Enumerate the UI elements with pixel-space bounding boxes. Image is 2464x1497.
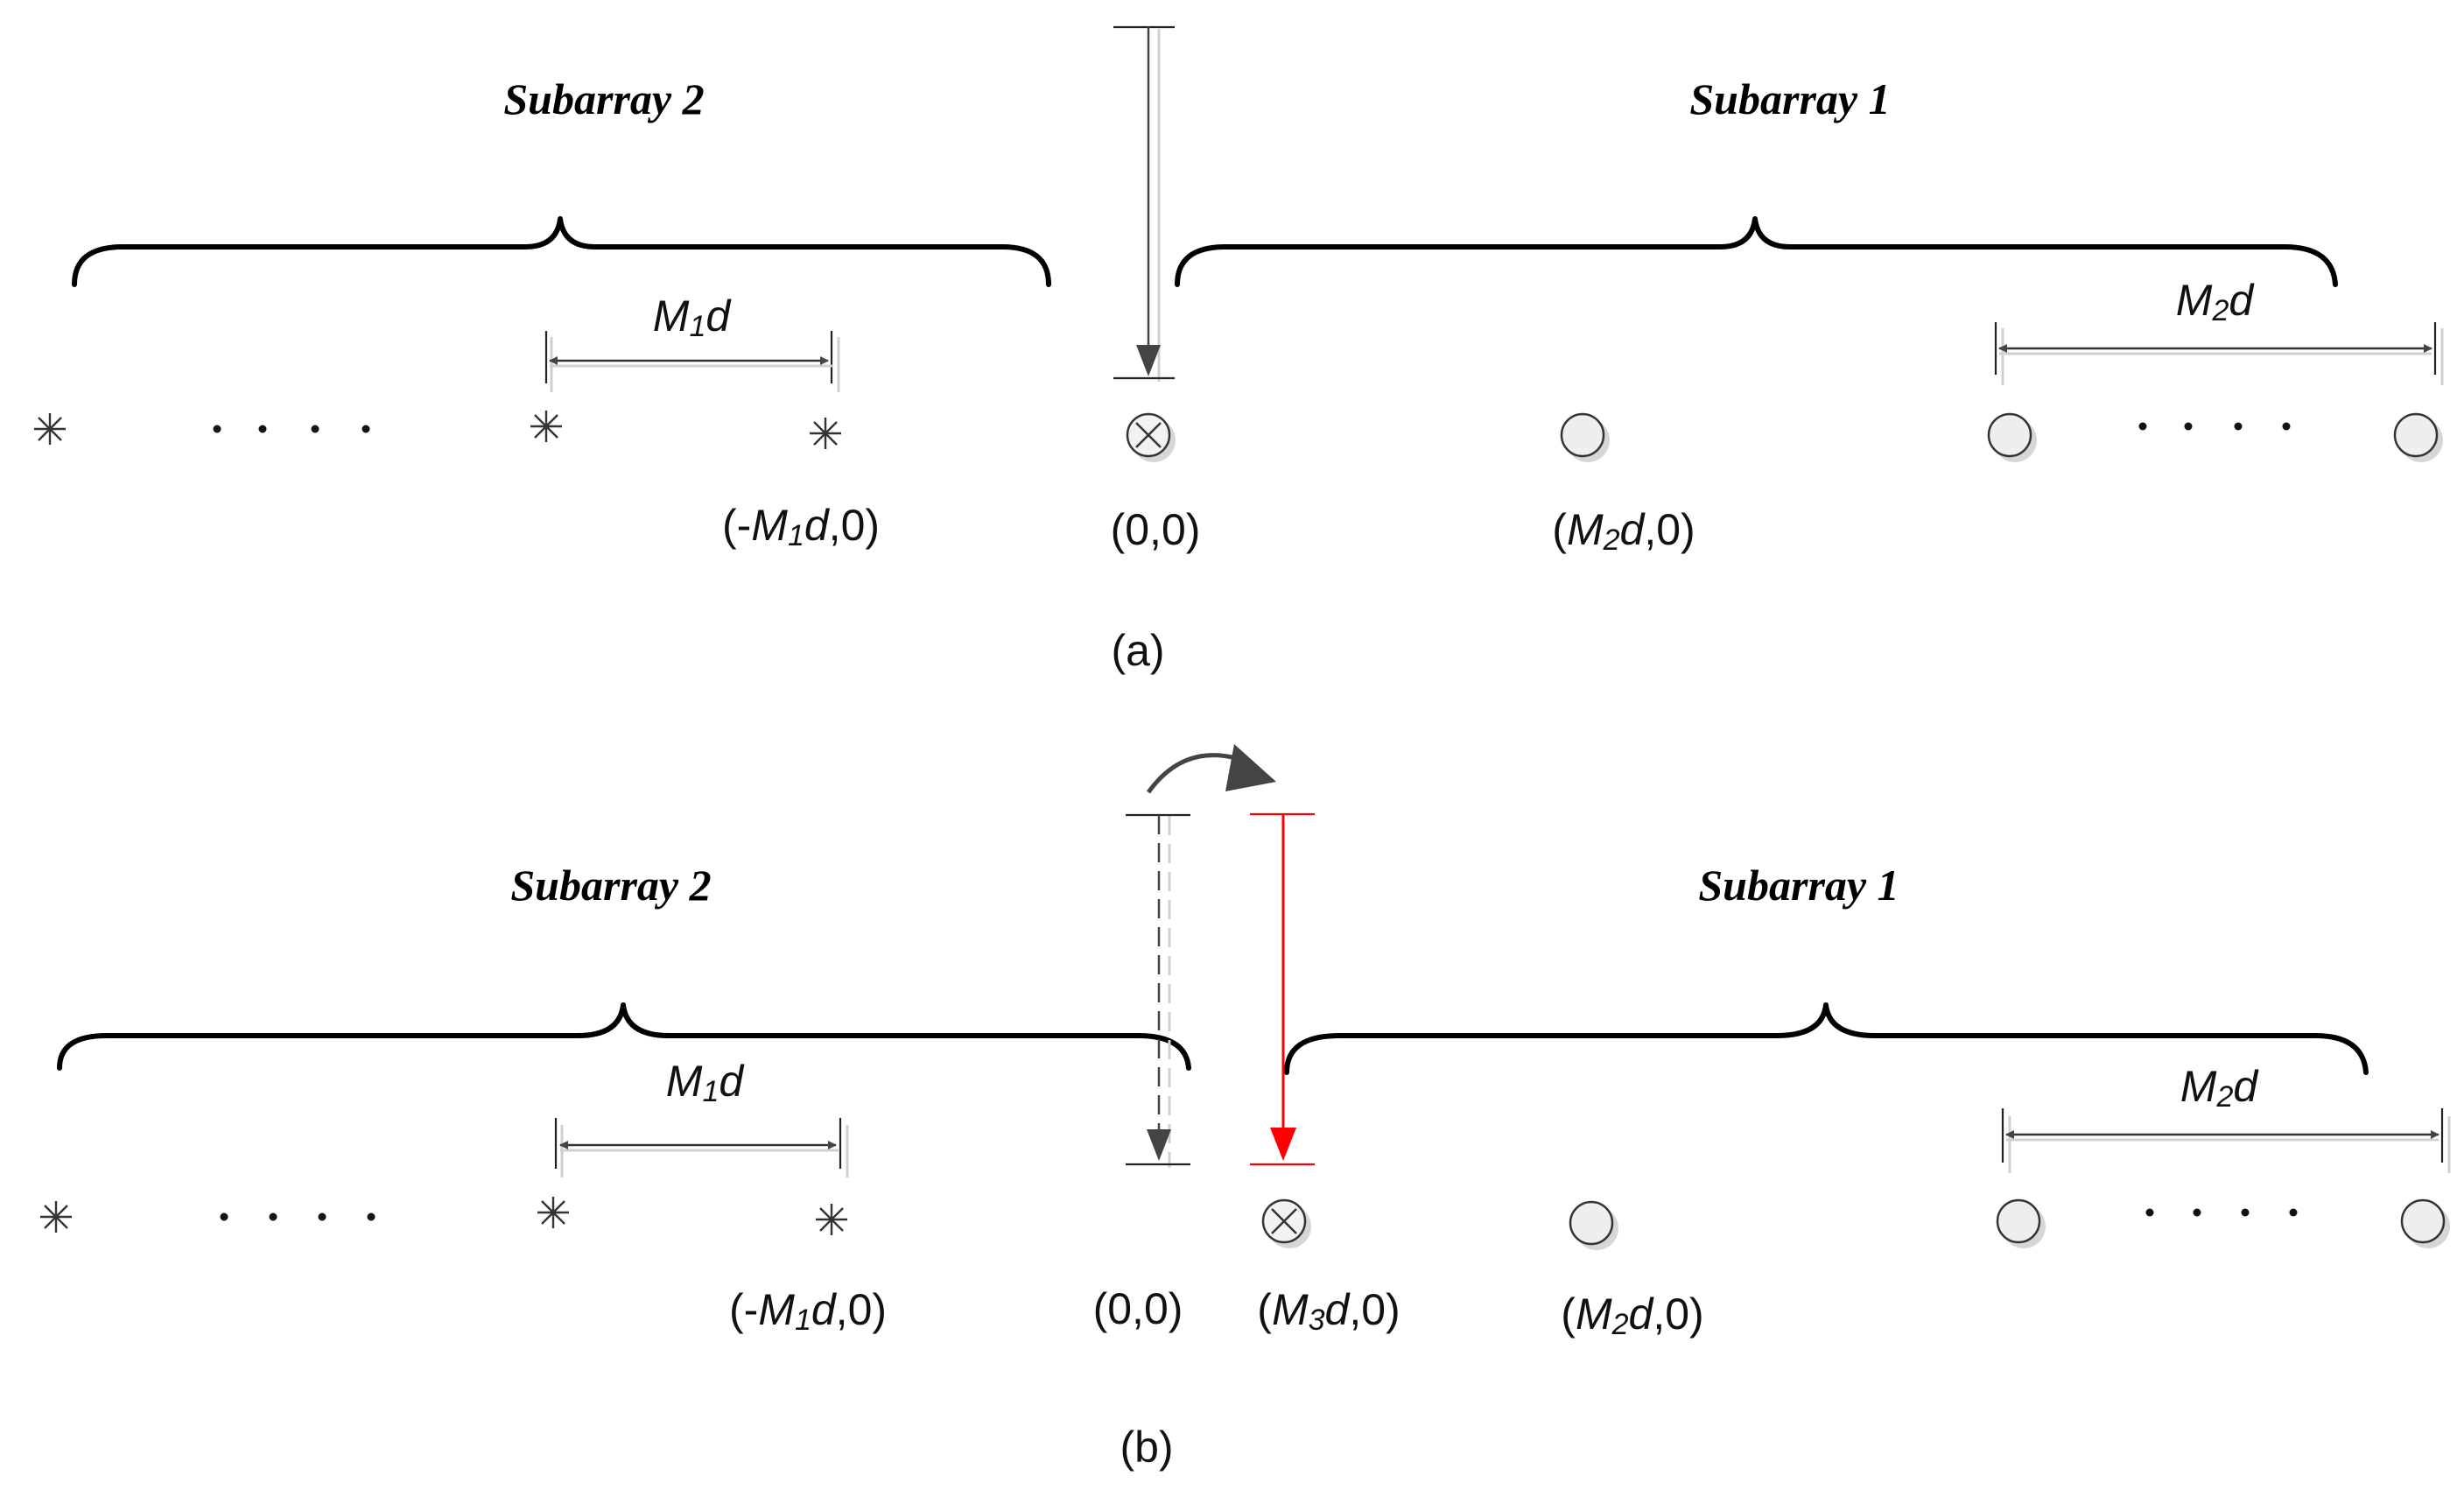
panel-a-incident-arrow xyxy=(1113,25,1175,382)
panel-b-shifted-arrow-red xyxy=(1250,812,1315,1166)
panel-a-ellipsis-left xyxy=(213,425,370,433)
panel-a-coord-right: (M2d,0) xyxy=(1552,505,1695,557)
panel-a: Subarray 2 Subarray 1 M1d xyxy=(34,25,2444,675)
panel-b-subarray1-brace xyxy=(1284,1002,2369,1075)
circle-icon xyxy=(1569,1200,1618,1250)
panel-a-subarray1-label: Subarray 1 xyxy=(1689,74,1890,123)
panel-b-m1d-label: M1d xyxy=(666,1057,746,1108)
asterisk-icon xyxy=(810,418,841,449)
asterisk-icon xyxy=(40,1201,72,1233)
panel-b-subarray2-label: Subarray 2 xyxy=(510,861,711,910)
circled-times-icon xyxy=(1126,412,1176,462)
panel-a-ellipsis-right xyxy=(2138,422,2291,431)
circle-icon xyxy=(2393,412,2443,462)
panel-a-coord-origin: (0,0) xyxy=(1111,505,1201,554)
panel-b-coord-right: (M2d,0) xyxy=(1561,1290,1703,1341)
panel-b-subarray2-brace xyxy=(57,1002,1191,1071)
asterisk-icon xyxy=(530,411,562,442)
panel-b-coord-origin: (0,0) xyxy=(1093,1284,1183,1333)
asterisk-icon xyxy=(537,1197,569,1228)
panel-b-m2d-label: M2d xyxy=(2180,1062,2260,1114)
circle-icon xyxy=(1996,1198,2046,1248)
panel-a-m1d-label: M1d xyxy=(653,292,733,343)
panel-a-m2d-dimension xyxy=(1994,322,2444,385)
circle-icon xyxy=(1560,412,1610,462)
circle-icon xyxy=(2400,1198,2450,1248)
circled-times-icon xyxy=(1261,1198,1311,1248)
panel-b-caption: (b) xyxy=(1120,1423,1173,1472)
panel-b-ellipsis-left xyxy=(220,1212,376,1221)
panel-a-caption: (a) xyxy=(1111,626,1164,675)
panel-b-ellipsis-right xyxy=(2145,1208,2298,1217)
panel-b-subarray1-label: Subarray 1 xyxy=(1698,861,1899,910)
panel-b-coord-left: (-M1d,0) xyxy=(729,1285,887,1337)
panel-b-m2d-dimension xyxy=(2001,1108,2451,1173)
circle-icon xyxy=(1987,412,2037,462)
panel-b: Subarray 2 Subarray 1 xyxy=(40,744,2451,1472)
panel-b-coord-shift: (M3d,0) xyxy=(1257,1285,1400,1337)
asterisk-icon xyxy=(816,1204,847,1235)
panel-a-subarray2-brace xyxy=(72,216,1051,287)
panel-b-m1d-dimension xyxy=(554,1118,849,1177)
panel-a-coord-left: (-M1d,0) xyxy=(722,501,880,552)
panel-b-shift-arrow xyxy=(1146,744,1276,794)
asterisk-icon xyxy=(34,413,66,445)
panel-b-original-arrow-dashed xyxy=(1126,813,1190,1168)
panel-a-subarray1-brace xyxy=(1175,216,2338,287)
panel-a-m2d-label: M2d xyxy=(2176,276,2256,327)
panel-a-subarray2-label: Subarray 2 xyxy=(503,74,704,123)
panel-a-m1d-dimension xyxy=(544,331,840,392)
